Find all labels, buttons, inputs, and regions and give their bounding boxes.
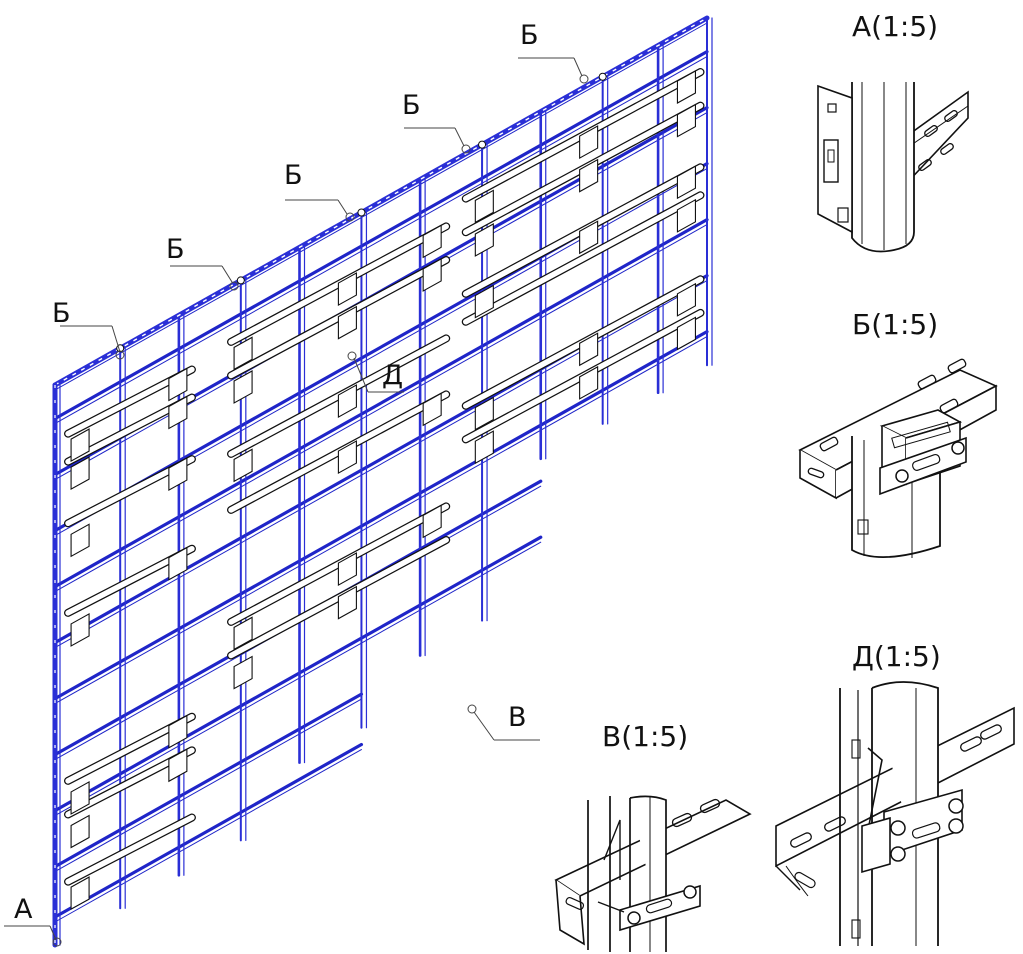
- base-plate: [168, 714, 188, 749]
- callout-label-b: Б: [520, 20, 539, 51]
- horizontal-rail-edge: [54, 224, 708, 593]
- horizontal-rail-edge: [54, 336, 708, 705]
- callout-label-v: В: [508, 702, 527, 733]
- base-plate: [474, 396, 494, 431]
- base-plate: [422, 258, 442, 292]
- callout-b-5: Б: [518, 20, 589, 84]
- base-plate: [233, 616, 253, 651]
- base-plate: [70, 612, 90, 647]
- callout-d: Д: [347, 351, 404, 393]
- base-plate: [70, 814, 90, 849]
- base-plate: [233, 448, 253, 483]
- callout-b-2: Б: [166, 234, 239, 291]
- base-plate: [168, 457, 188, 492]
- junction-marker: [357, 208, 366, 217]
- base-plate: [168, 748, 188, 783]
- base-plate: [676, 316, 696, 351]
- detail-a-title: А(1:5): [852, 10, 938, 43]
- base-plate: [579, 158, 599, 193]
- horizontal-rail: [53, 49, 709, 421]
- junction-marker: [598, 72, 607, 81]
- base-plate: [422, 224, 442, 259]
- base-plate: [676, 282, 696, 317]
- base-plate: [579, 365, 599, 400]
- base-plate: [474, 430, 494, 465]
- base-plate: [422, 392, 442, 427]
- base-plate: [233, 655, 253, 690]
- base-plate: [70, 780, 90, 815]
- callout-v: В: [467, 702, 540, 741]
- horizontal-rail: [53, 692, 364, 869]
- callout-label-a: А: [14, 894, 33, 925]
- detail-a: А(1:5): [817, 10, 969, 253]
- callout-b-3: Б: [284, 160, 355, 222]
- base-plate: [168, 546, 188, 581]
- junction-marker: [236, 276, 245, 285]
- detail-b: Б(1:5): [798, 308, 998, 558]
- horizontal-rail-edge: [54, 22, 708, 391]
- base-plate: [474, 284, 494, 319]
- horizontal-rail: [53, 218, 709, 589]
- detail-b-title: Б(1:5): [852, 308, 938, 341]
- detail-v-title: В(1:5): [602, 720, 688, 753]
- base-plate: [337, 585, 357, 620]
- base-plate: [70, 876, 90, 911]
- base-plate: [233, 336, 253, 371]
- horizontal-rail-edge: [54, 698, 362, 873]
- base-plate: [337, 384, 357, 418]
- callout-label-b: Б: [402, 90, 421, 121]
- base-plate: [233, 370, 253, 404]
- base-plate: [70, 428, 90, 463]
- callout-label-d: Д: [382, 360, 403, 391]
- base-plate: [474, 223, 494, 257]
- base-plate: [337, 305, 357, 340]
- base-plate: [676, 70, 696, 104]
- base-plate: [579, 125, 599, 159]
- base-plate: [474, 189, 494, 224]
- junction-marker: [478, 140, 487, 149]
- detail-d: Д(1:5): [775, 640, 1015, 946]
- horizontal-rail: [53, 535, 543, 813]
- detail-d-title: Д(1:5): [852, 640, 941, 673]
- callout-label-b: Б: [52, 298, 71, 329]
- horizontal-rail-edge: [54, 280, 708, 649]
- base-plate: [422, 504, 442, 539]
- base-plate: [337, 272, 357, 306]
- horizontal-rail-edge: [54, 56, 708, 425]
- base-plate: [337, 440, 357, 474]
- horizontal-rail-edge: [54, 541, 542, 817]
- base-plate: [676, 165, 696, 200]
- horizontal-rail: [53, 742, 364, 919]
- top-edge-perforation: [54, 17, 708, 386]
- base-plate: [168, 395, 188, 430]
- base-plate: [70, 523, 90, 558]
- base-plate: [168, 367, 188, 402]
- callout-b-4: Б: [402, 90, 471, 154]
- callout-label-b: Б: [166, 234, 185, 265]
- base-plate: [337, 552, 357, 586]
- outrigger-tube-fill: [65, 814, 195, 885]
- horizontal-rail: [53, 330, 709, 701]
- callout-b-1: Б: [52, 298, 125, 360]
- frame-isometric-view: [52, 15, 713, 948]
- base-plate: [676, 198, 696, 233]
- callout-label-b: Б: [284, 160, 303, 191]
- base-plate: [676, 103, 696, 138]
- callout-a: А: [4, 894, 62, 947]
- base-plate: [70, 456, 90, 491]
- base-plate: [579, 220, 599, 255]
- horizontal-rail-edge: [54, 749, 362, 923]
- detail-v: В(1:5): [554, 720, 752, 952]
- base-plate: [579, 332, 599, 367]
- outrigger-tube-fill: [463, 192, 704, 325]
